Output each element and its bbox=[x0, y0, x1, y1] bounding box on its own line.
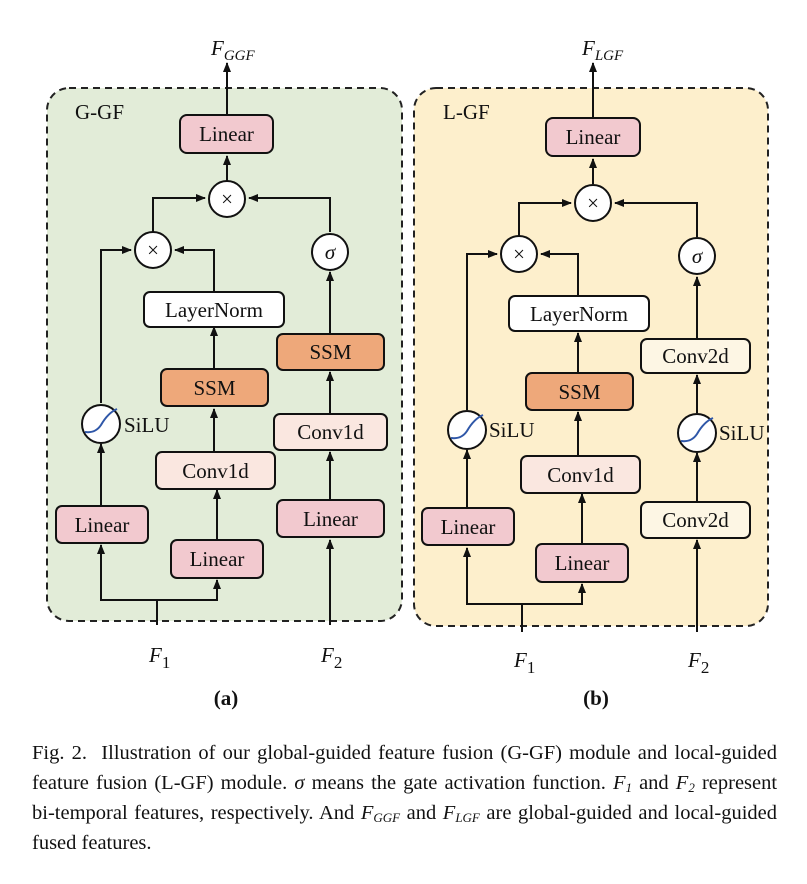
panel-b-region-label: L-GF bbox=[443, 100, 490, 124]
panel-b: L-GF FLGF Linear × bbox=[413, 36, 769, 710]
panel-b-multiply-left: × bbox=[500, 235, 538, 273]
svg-text:Conv1d: Conv1d bbox=[182, 459, 249, 483]
caption-part3: represent bi-temporal features, respecti… bbox=[32, 772, 778, 824]
caption-fggf: FGGF bbox=[360, 802, 401, 825]
svg-text:Conv1d: Conv1d bbox=[547, 463, 614, 487]
caption-and1: and bbox=[639, 772, 669, 794]
svg-text:Linear: Linear bbox=[555, 551, 610, 575]
panel-b-silu-left: SiLU bbox=[447, 410, 535, 450]
panel-b-linear-middle: Linear bbox=[535, 543, 629, 583]
panel-a-linear-left: Linear bbox=[55, 505, 149, 544]
panel-b-sigma: σ bbox=[678, 237, 716, 275]
svg-text:FGGF: FGGF bbox=[210, 36, 255, 64]
silu-curve-icon bbox=[84, 408, 118, 434]
svg-text:Linear: Linear bbox=[441, 515, 496, 539]
svg-text:SiLU: SiLU bbox=[719, 421, 765, 445]
silu-curve-icon bbox=[450, 414, 484, 440]
feature-fusion-diagram: G-GF FGGF Linear bbox=[46, 36, 769, 710]
panel-a-conv1d-right: Conv1d bbox=[273, 413, 388, 451]
panel-a-linear-top: Linear bbox=[179, 114, 274, 154]
panel-a-region bbox=[46, 87, 403, 622]
panel-a-sublabel: (a) bbox=[214, 686, 239, 710]
svg-text:Linear: Linear bbox=[199, 122, 254, 146]
panel-a-conv1d-middle: Conv1d bbox=[155, 451, 276, 490]
panel-b-conv1d-middle: Conv1d bbox=[520, 455, 641, 494]
caption-part4: are global-guided and local-guided fused… bbox=[32, 802, 778, 854]
svg-text:Linear: Linear bbox=[190, 547, 245, 571]
panel-a-linear-middle: Linear bbox=[170, 539, 264, 579]
svg-text:FLGF: FLGF bbox=[581, 36, 624, 64]
silu-curve-icon bbox=[680, 417, 714, 443]
svg-text:×: × bbox=[587, 191, 599, 215]
caption-and2: and bbox=[406, 802, 437, 824]
svg-text:SSM: SSM bbox=[558, 380, 600, 404]
panel-a-ssm-right: SSM bbox=[276, 333, 385, 371]
panel-b-sublabel: (b) bbox=[583, 686, 609, 710]
svg-text:σ: σ bbox=[692, 244, 704, 268]
caption-part2: means the gate activation function. bbox=[311, 772, 606, 794]
panel-b-input-f2: F2 bbox=[687, 648, 709, 677]
panel-b-layernorm: LayerNorm bbox=[508, 295, 650, 332]
panel-a: G-GF FGGF Linear bbox=[46, 36, 403, 710]
panel-a-output-label: FGGF bbox=[210, 36, 255, 64]
svg-text:LayerNorm: LayerNorm bbox=[165, 298, 263, 322]
panel-b-ssm-middle: SSM bbox=[525, 372, 634, 411]
panel-a-region-label: G-GF bbox=[75, 100, 124, 124]
panel-b-output-label: FLGF bbox=[581, 36, 624, 64]
panel-a-ssm-middle: SSM bbox=[160, 368, 269, 407]
caption-part1: Illustration of our global-guided featur… bbox=[32, 742, 777, 794]
svg-text:Linear: Linear bbox=[303, 507, 358, 531]
panel-b-input-f1: F1 bbox=[513, 648, 535, 677]
caption-figure-label: Fig. 2. bbox=[32, 742, 87, 764]
panel-a-layernorm: LayerNorm bbox=[143, 291, 285, 328]
svg-text:Linear: Linear bbox=[75, 513, 130, 537]
caption-f1: F1 bbox=[612, 772, 632, 795]
panel-b-linear-left: Linear bbox=[421, 507, 515, 546]
panel-a-multiply-left: × bbox=[134, 231, 172, 269]
svg-text:×: × bbox=[147, 238, 159, 262]
panel-b-multiply-top: × bbox=[574, 184, 612, 222]
panel-a-sigma: σ bbox=[311, 233, 349, 271]
panel-b-linear-top: Linear bbox=[545, 117, 641, 157]
svg-text:σ: σ bbox=[325, 240, 337, 264]
svg-text:Linear: Linear bbox=[566, 125, 621, 149]
svg-text:F1: F1 bbox=[148, 643, 170, 672]
svg-text:SiLU: SiLU bbox=[489, 418, 535, 442]
caption-f2: F2 bbox=[675, 772, 695, 795]
panel-b-conv2d-top: Conv2d bbox=[640, 338, 751, 374]
svg-text:F1: F1 bbox=[513, 648, 535, 677]
panel-a-silu: SiLU bbox=[81, 404, 170, 444]
svg-text:Conv1d: Conv1d bbox=[297, 420, 364, 444]
panel-a-linear-right: Linear bbox=[276, 499, 385, 538]
svg-text:F2: F2 bbox=[320, 643, 342, 672]
svg-text:F2: F2 bbox=[687, 648, 709, 677]
caption-flgf: FLGF bbox=[442, 802, 480, 825]
svg-text:×: × bbox=[513, 242, 525, 266]
caption-sigma: σ bbox=[294, 772, 305, 794]
figure-caption: Fig. 2. Illustration of our global-guide… bbox=[32, 738, 777, 858]
panel-b-region bbox=[413, 87, 769, 627]
svg-text:Conv2d: Conv2d bbox=[662, 344, 729, 368]
panel-a-multiply-top: × bbox=[208, 180, 246, 218]
svg-text:LayerNorm: LayerNorm bbox=[530, 302, 628, 326]
svg-text:SiLU: SiLU bbox=[124, 413, 170, 437]
panel-a-input-f2: F2 bbox=[320, 643, 342, 672]
svg-text:SSM: SSM bbox=[309, 340, 351, 364]
panel-a-input-f1: F1 bbox=[148, 643, 170, 672]
svg-text:SSM: SSM bbox=[193, 376, 235, 400]
svg-text:×: × bbox=[221, 187, 233, 211]
svg-text:Conv2d: Conv2d bbox=[662, 508, 729, 532]
panel-b-silu-right: SiLU bbox=[677, 413, 765, 453]
panel-b-conv2d-bottom: Conv2d bbox=[640, 501, 751, 539]
